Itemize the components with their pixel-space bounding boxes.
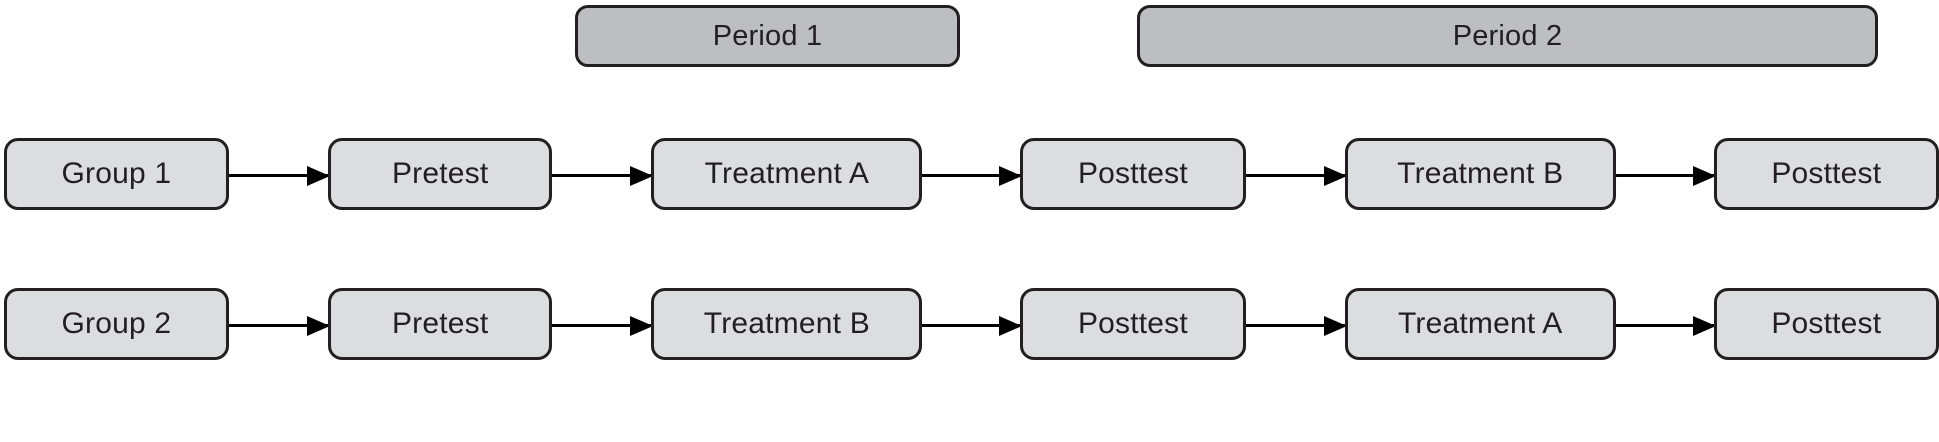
period-banner-2: Period 2 bbox=[1137, 5, 1878, 67]
flow-node: Posttest bbox=[1713, 288, 1939, 360]
flow-node: Treatment B bbox=[1344, 138, 1616, 210]
arrow-connector bbox=[229, 174, 329, 177]
flow-node: Group 1 bbox=[3, 138, 230, 210]
arrow-connector bbox=[1245, 174, 1345, 177]
period-banner-1: Period 1 bbox=[575, 5, 960, 67]
arrow-connector bbox=[552, 174, 652, 177]
flow-node-label: Pretest bbox=[391, 157, 489, 190]
flow-node-label: Pretest bbox=[391, 307, 489, 340]
flow-node: Group 2 bbox=[3, 288, 230, 360]
flow-node: Treatment B bbox=[651, 288, 923, 360]
flow-node-label: Group 2 bbox=[61, 307, 172, 340]
arrow-connector bbox=[552, 324, 652, 327]
flow-node-label: Treatment A bbox=[1397, 307, 1563, 340]
flow-node-label: Treatment B bbox=[703, 307, 870, 340]
arrow-connector bbox=[1615, 324, 1714, 327]
flow-node: Treatment A bbox=[1344, 288, 1616, 360]
flow-node: Posttest bbox=[1020, 288, 1246, 360]
flow-node-label: Posttest bbox=[1771, 307, 1882, 340]
flow-node-label: Treatment B bbox=[1397, 157, 1564, 190]
flow-node-label: Group 1 bbox=[61, 157, 172, 190]
flow-node-label: Posttest bbox=[1771, 157, 1882, 190]
period-banner-label: Period 1 bbox=[712, 19, 823, 52]
arrow-connector bbox=[922, 174, 1021, 177]
arrow-connector bbox=[1245, 324, 1345, 327]
flow-node: Treatment A bbox=[651, 138, 923, 210]
flow-node: Posttest bbox=[1713, 138, 1939, 210]
arrow-connector bbox=[922, 324, 1021, 327]
flow-node: Pretest bbox=[328, 288, 553, 360]
flow-node: Pretest bbox=[328, 138, 553, 210]
period-banner-label: Period 2 bbox=[1452, 19, 1563, 52]
flow-node-label: Treatment A bbox=[704, 157, 870, 190]
flow-node-label: Posttest bbox=[1077, 307, 1188, 340]
arrow-connector bbox=[229, 324, 329, 327]
flow-node-label: Posttest bbox=[1077, 157, 1188, 190]
flow-node: Posttest bbox=[1020, 138, 1246, 210]
arrow-connector bbox=[1615, 174, 1714, 177]
